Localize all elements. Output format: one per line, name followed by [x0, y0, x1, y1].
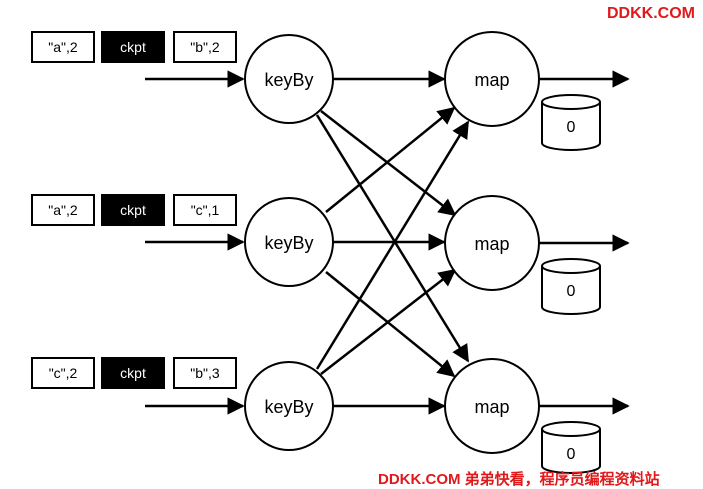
keyby-node-1: keyBy	[244, 34, 334, 124]
edge-k3-m2	[320, 268, 457, 375]
edge-k2-m3	[325, 271, 456, 378]
record-box	[173, 357, 237, 389]
state-value: 0	[567, 446, 576, 463]
keyby-label: keyBy	[264, 70, 313, 90]
state-store-3: 0	[541, 421, 601, 474]
state-value: 0	[567, 283, 576, 300]
checkpoint-label: ckpt	[120, 202, 146, 218]
map-label: map	[474, 70, 509, 90]
checkpoint-label: ckpt	[120, 39, 146, 55]
record-box	[31, 357, 95, 389]
map-node-2: map	[444, 195, 630, 291]
map-label: map	[474, 234, 509, 254]
record-label: "b",3	[190, 365, 220, 381]
keyby-label: keyBy	[264, 397, 313, 417]
map-node-3: map	[444, 358, 630, 454]
checkpoint-barrier	[101, 194, 165, 226]
checkpoint-label: ckpt	[120, 365, 146, 381]
watermark-bottom: DDKK.COM 弟弟快看，程序员编程资料站	[378, 471, 660, 488]
edge-k3-m1	[315, 120, 470, 370]
map-label: map	[474, 397, 509, 417]
state-store-2: 0	[541, 258, 601, 315]
record-label: "a",2	[48, 202, 78, 218]
edge-k1-m3	[315, 114, 470, 363]
record-box	[173, 194, 237, 226]
keyby-node-2: keyBy	[244, 197, 334, 287]
watermark-top: DDKK.COM	[607, 5, 695, 22]
record-box	[31, 194, 95, 226]
record-label: "c",1	[191, 202, 220, 218]
keyby-label: keyBy	[264, 233, 313, 253]
edge-k2-m1	[325, 106, 456, 213]
checkpoint-barrier	[101, 31, 165, 63]
record-box	[31, 31, 95, 63]
map-node-1: map	[444, 31, 630, 127]
keyby-node-3: keyBy	[244, 361, 334, 451]
record-box	[173, 31, 237, 63]
state-store-1: 0	[541, 94, 601, 151]
record-label: "b",2	[190, 39, 220, 55]
record-label: "a",2	[48, 39, 78, 55]
stream-2: "a",2 ckpt "c",1	[31, 194, 245, 251]
stream-3: "c",2 ckpt "b",3	[31, 357, 245, 415]
stream-1: "a",2 ckpt "b",2	[31, 31, 245, 88]
shuffle-edges	[315, 70, 470, 415]
state-value: 0	[567, 119, 576, 136]
record-label: "c",2	[49, 365, 78, 381]
checkpoint-barrier	[101, 357, 165, 389]
